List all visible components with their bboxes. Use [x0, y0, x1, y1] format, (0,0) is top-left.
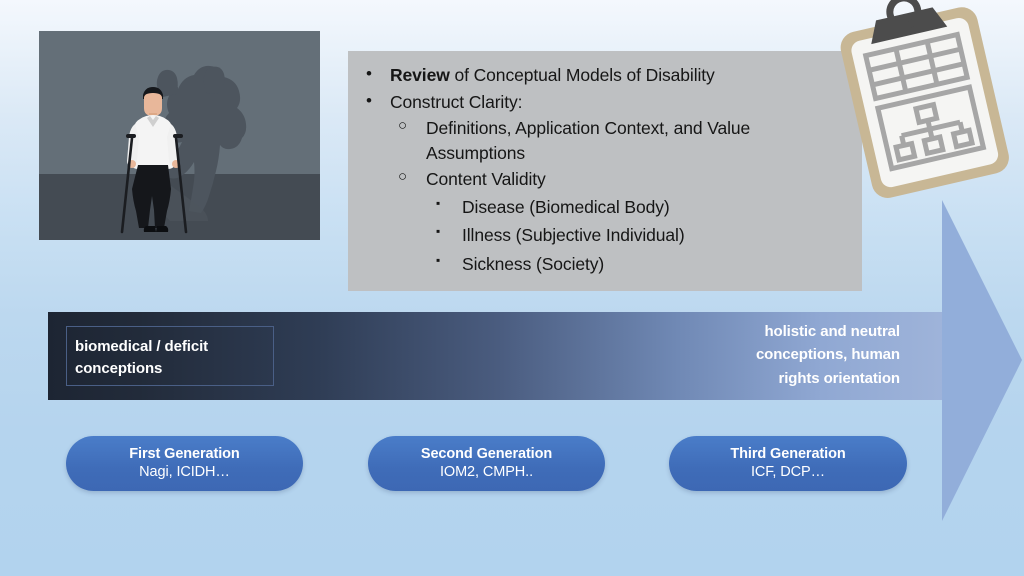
- bullet-item-content-validity: ○ Content Validity ▪ Disease (Biomedical…: [390, 167, 852, 278]
- generation-pill-first-subtitle: Nagi, ICIDH…: [139, 464, 230, 481]
- generation-pill-second-subtitle: IOM2, CMPH..: [439, 464, 534, 481]
- bullet-item-construct-clarity: • Construct Clarity: ○ Definitions, Appl…: [360, 90, 852, 278]
- arrow-right-label-line3: rights orientation: [778, 369, 900, 387]
- arrow-right-label: holistic and neutral conceptions, human …: [690, 320, 900, 390]
- bullet-dot-icon: •: [366, 90, 372, 110]
- bullet-definitions-label: Definitions, Application Context, and Va…: [426, 117, 751, 163]
- disability-illustration: [39, 31, 320, 240]
- sub-sub-bullet-list: ▪ Disease (Biomedical Body) ▪ Illness (S…: [426, 195, 852, 278]
- bullet-item-illness: ▪ Illness (Subjective Individual): [426, 223, 852, 249]
- bullet-circle-icon: ○: [398, 167, 407, 185]
- arrow-left-label-line1: biomedical / deficit: [75, 338, 209, 355]
- arrow-right-label-line2: conceptions, human: [755, 346, 900, 364]
- arrow-head: [942, 200, 1022, 521]
- illustration-figures: [120, 65, 247, 234]
- bullet-item-definitions: ○ Definitions, Application Context, and …: [390, 116, 852, 166]
- bullet-item-disease: ▪ Disease (Biomedical Body): [426, 195, 852, 221]
- bullet-disease-label: Disease (Biomedical Body): [462, 196, 670, 217]
- arrow-left-label-line2: conceptions: [75, 359, 163, 377]
- arrow-right-label-line1: holistic and neutral: [764, 323, 900, 340]
- bullet-review-rest: of Conceptual Models of Disability: [449, 65, 715, 85]
- content-panel: • Review of Conceptual Models of Disabil…: [348, 51, 862, 291]
- generation-pill-third-subtitle: ICF, DCP…: [750, 464, 826, 481]
- arrow-left-label: biomedical / deficit conceptions: [66, 326, 274, 386]
- bullet-content-validity-label: Content Validity: [426, 168, 546, 189]
- bullet-item-sickness: ▪ Sickness (Society): [426, 252, 852, 278]
- bullet-list: • Review of Conceptual Models of Disabil…: [348, 51, 862, 278]
- bullet-square-icon: ▪: [436, 195, 441, 210]
- bullet-construct-clarity-label: Construct Clarity:: [390, 91, 523, 112]
- generation-pill-third[interactable]: Third Generation ICF, DCP…: [669, 436, 907, 491]
- bullet-sickness-label: Sickness (Society): [462, 254, 605, 275]
- generation-pill-second[interactable]: Second Generation IOM2, CMPH..: [368, 436, 605, 491]
- generation-pill-first-title: First Generation: [129, 446, 240, 463]
- clipboard-with-table-and-orgchart-icon: [840, 0, 1009, 198]
- person-figure: [120, 87, 188, 234]
- bullet-circle-icon: ○: [398, 116, 407, 134]
- bullet-illness-label: Illness (Subjective Individual): [462, 225, 685, 246]
- bullet-square-icon: ▪: [436, 253, 441, 268]
- generation-pill-second-title: Second Generation: [420, 446, 553, 463]
- bullet-item-review: • Review of Conceptual Models of Disabil…: [360, 63, 852, 88]
- bullet-square-icon: ▪: [436, 224, 441, 239]
- sub-bullet-list: ○ Definitions, Application Context, and …: [390, 116, 852, 278]
- bullet-dot-icon: •: [366, 64, 372, 83]
- crutches: [120, 136, 188, 234]
- bullet-review-bold: Review: [390, 65, 450, 85]
- generation-pill-third-title: Third Generation: [730, 446, 846, 463]
- generation-pill-first[interactable]: First Generation Nagi, ICIDH…: [66, 436, 303, 491]
